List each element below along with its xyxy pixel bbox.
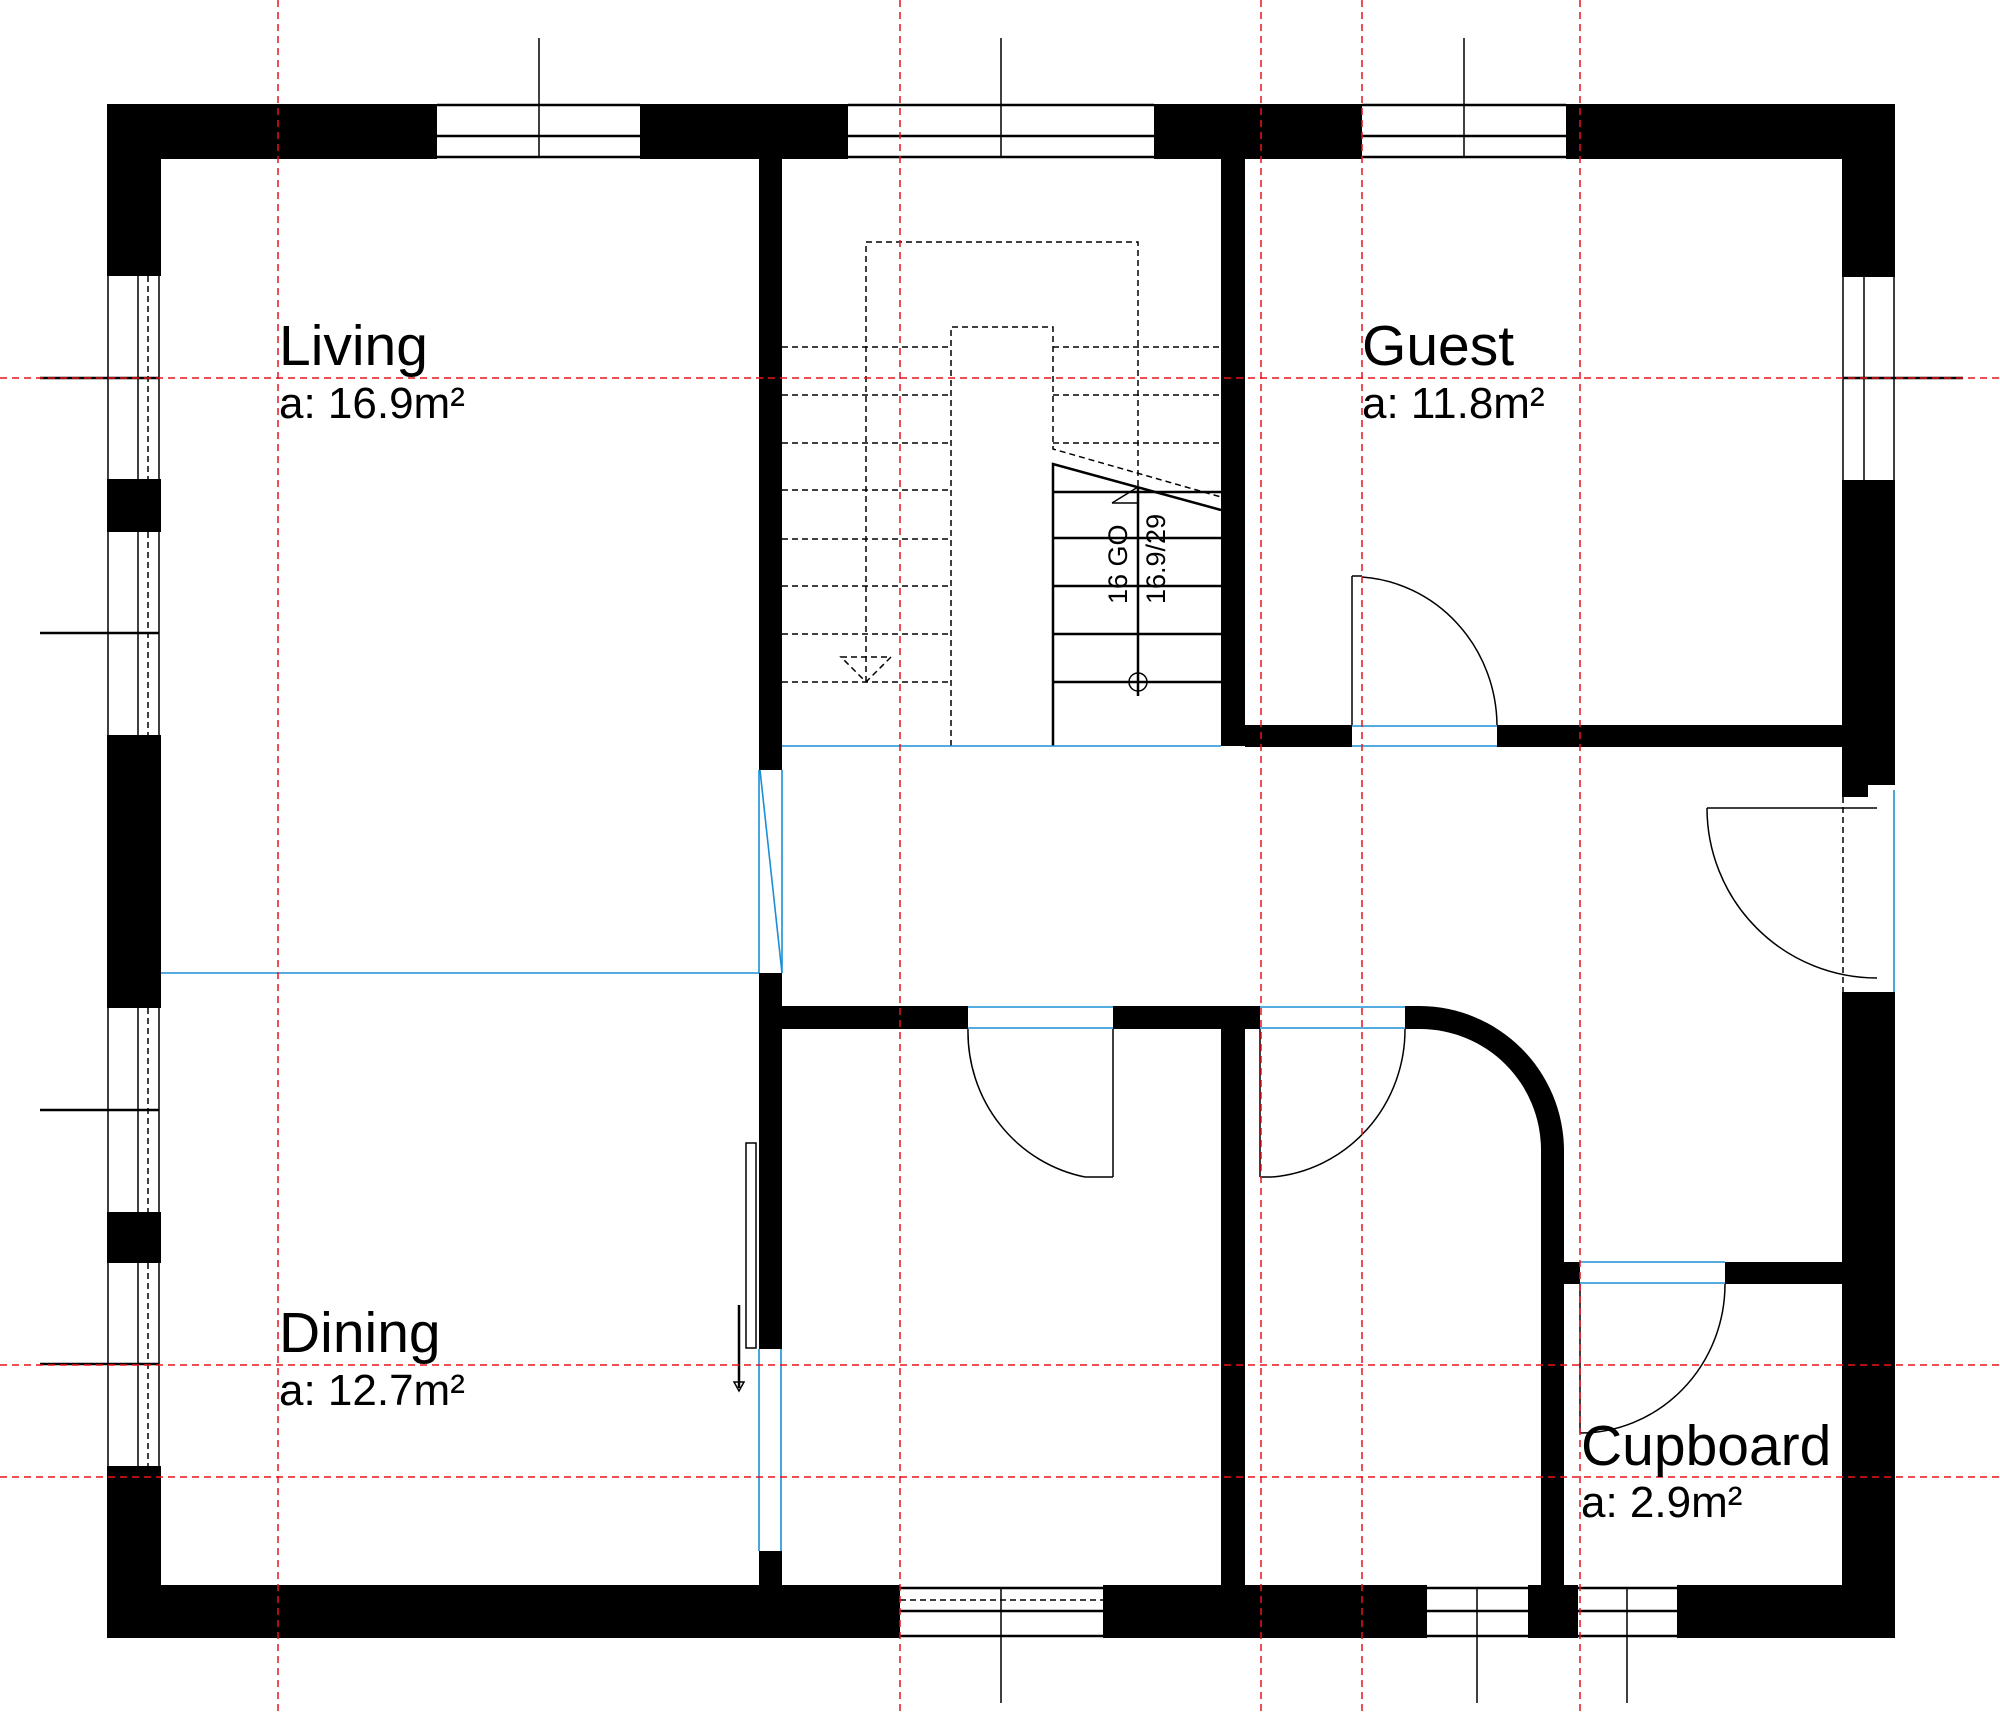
room-area-living: a: 16.9m²: [279, 379, 465, 428]
door-room-2: [1259, 1028, 1406, 1178]
doors: [732, 575, 1878, 1434]
door-room-1: [967, 1028, 1114, 1178]
door-guest: [1351, 575, 1498, 726]
door-cupboard: [1579, 1283, 1726, 1434]
door-entrance: [1706, 797, 1878, 992]
stair-steps-label: 16 GO: [1103, 524, 1133, 604]
window-top-3: [1362, 38, 1566, 159]
room-area-guest: a: 11.8m²: [1362, 379, 1545, 428]
stair-ratio-label: 16.9/29: [1141, 513, 1171, 604]
window-top-1: [437, 38, 640, 159]
room-name-cupboard: Cupboard: [1581, 1414, 1832, 1478]
room-area-dining: a: 12.7m²: [279, 1366, 465, 1415]
room-name-dining: Dining: [279, 1301, 441, 1365]
window-left-2: [40, 532, 160, 735]
staircase: [782, 241, 1222, 746]
stair-direction-arrow-icon: [839, 656, 893, 684]
window-top-2: [848, 38, 1154, 159]
window-bottom-1: [900, 1586, 1103, 1703]
window-left-3: [40, 1008, 160, 1212]
room-name-living: Living: [279, 314, 428, 378]
door-sliding-dining: [732, 1142, 757, 1393]
window-bottom-2: [1427, 1586, 1528, 1703]
room-name-guest: Guest: [1362, 314, 1515, 378]
window-bottom-3: [1578, 1586, 1677, 1703]
walls: [107, 104, 1895, 1638]
room-area-cupboard: a: 2.9m²: [1581, 1478, 1743, 1527]
opening-lines: [161, 725, 1895, 1551]
